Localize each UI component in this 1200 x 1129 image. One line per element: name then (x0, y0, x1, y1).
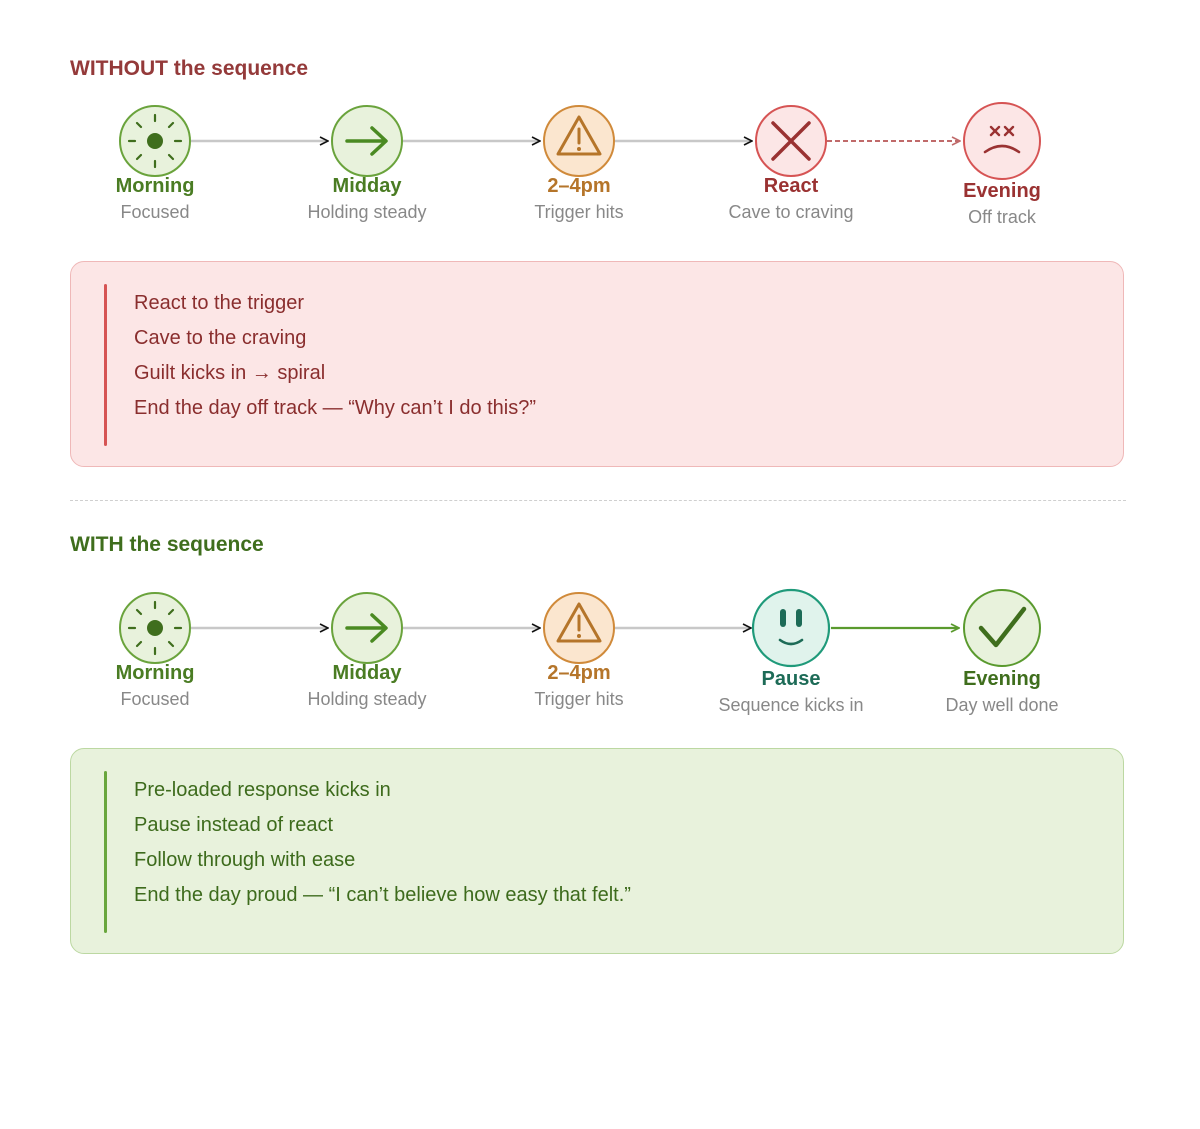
smiley-face-icon (751, 588, 831, 668)
list-item: Follow through with ease (134, 849, 356, 871)
dizzy-sad-face-icon (963, 102, 1041, 180)
list-item: Cave to the craving (134, 327, 307, 349)
without-flow-graphic (119, 102, 1041, 180)
checkmark-icon (963, 589, 1041, 667)
with-outcome-panel: Pre-loaded response kicks in Pause inste… (70, 748, 1124, 954)
without-node-1-sub: Focused (120, 202, 190, 222)
sun-icon (119, 592, 191, 664)
arrow-right-icon (331, 105, 403, 177)
without-flow: Morning Focused Midday Holding steady 2–… (0, 100, 1200, 250)
with-node-2-label: Midday (332, 662, 402, 684)
with-title: WITH the sequence (70, 533, 264, 556)
warning-icon (543, 105, 615, 177)
without-title: WITHOUT the sequence (70, 57, 309, 80)
with-node-2-sub: Holding steady (307, 689, 427, 709)
sun-icon (119, 105, 191, 177)
list-item: React to the trigger (134, 292, 305, 314)
without-node-5-sub: Off track (968, 207, 1036, 227)
list-item: Guilt kicks in → spiral (134, 362, 326, 384)
without-node-1-label: Morning (115, 175, 195, 197)
without-node-2-label: Midday (332, 175, 402, 197)
with-node-3-sub: Trigger hits (534, 689, 624, 709)
without-node-3-sub: Trigger hits (534, 202, 624, 222)
with-outcome-list: Pre-loaded response kicks in Pause inste… (134, 773, 631, 913)
without-outcome-list: React to the trigger Cave to the craving… (134, 286, 536, 426)
panel-accent-bar (104, 771, 107, 933)
without-node-5-label: Evening (963, 180, 1041, 202)
with-node-1-sub: Focused (120, 689, 190, 709)
arrow-right-icon (331, 592, 403, 664)
with-node-5-sub: Day well done (945, 695, 1059, 715)
with-flow: Morning Focused Midday Holding steady 2–… (0, 587, 1200, 737)
without-node-4-sub: Cave to craving (728, 202, 854, 222)
x-icon (755, 105, 827, 177)
with-flow-graphic (119, 588, 1041, 668)
with-node-4-sub: Sequence kicks in (718, 695, 864, 715)
with-node-4-label: Pause (761, 668, 821, 690)
list-item: Pre-loaded response kicks in (134, 779, 391, 801)
list-item: End the day off track — “Why can’t I do … (134, 397, 537, 419)
panel-accent-bar (104, 284, 107, 446)
with-node-3-label: 2–4pm (547, 662, 611, 684)
list-item: End the day proud — “I can’t believe how… (134, 884, 631, 906)
warning-icon (543, 592, 615, 664)
without-node-4-label: React (763, 175, 819, 197)
list-item: Pause instead of react (134, 814, 334, 836)
without-node-3-label: 2–4pm (547, 175, 611, 197)
section-divider (70, 500, 1126, 501)
without-outcome-panel: React to the trigger Cave to the craving… (70, 261, 1124, 467)
with-node-5-label: Evening (963, 668, 1041, 690)
without-node-2-sub: Holding steady (307, 202, 427, 222)
with-node-1-label: Morning (115, 662, 195, 684)
